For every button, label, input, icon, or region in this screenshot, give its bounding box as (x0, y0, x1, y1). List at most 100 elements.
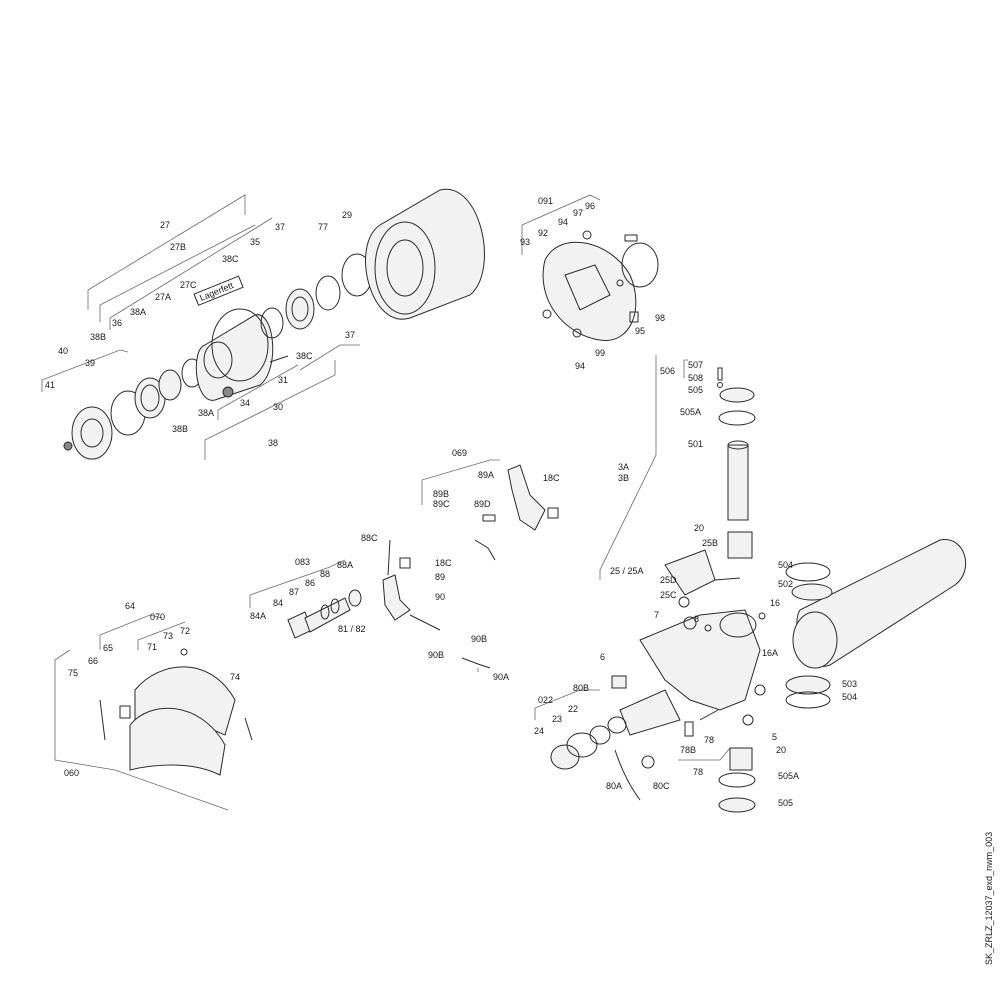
bracket-070 (137, 621, 186, 650)
kingpin-top (727, 440, 749, 450)
pin-90b (461, 657, 491, 669)
bushing-88a (348, 589, 362, 607)
bracket-38c (109, 217, 273, 330)
label-022: 022 (538, 695, 553, 705)
rivet-73 (180, 648, 188, 656)
label-89c: 89C (433, 499, 450, 509)
label-89b: 89B (433, 489, 449, 499)
label-90b-left: 90B (428, 650, 444, 660)
bracket-3a (599, 355, 657, 580)
label-93: 93 (520, 237, 530, 247)
plug-99 (572, 328, 582, 338)
label-34: 34 (240, 398, 250, 408)
label-30: 30 (273, 402, 283, 412)
seal-504-bottom (785, 691, 831, 709)
cap-505 (719, 387, 755, 403)
pin-78 (699, 709, 719, 721)
ring-86 (330, 598, 340, 614)
spring-74 (244, 717, 253, 741)
label-091: 091 (538, 196, 553, 206)
label-25-25a: 25 / 25A (610, 566, 644, 576)
steering-knuckle (639, 609, 761, 711)
knuckle-spindle (619, 689, 681, 736)
hub-cap (71, 406, 113, 460)
bolt-25b (714, 577, 741, 581)
bracket-64 (99, 614, 163, 650)
clip-18c-bottom (399, 557, 411, 569)
part-labels: 27 27B 38C 27C 27A 38A 36 38B 40 39 41 3… (45, 196, 857, 808)
grease-nipple-16 (758, 612, 766, 620)
label-505-bottom: 505 (778, 798, 793, 808)
label-88c: 88C (361, 533, 378, 543)
label-90: 90 (435, 592, 445, 602)
seal-38c (260, 307, 284, 339)
label-27a: 27A (155, 292, 171, 302)
axle-eye (792, 611, 838, 669)
label-75: 75 (68, 668, 78, 678)
bracket-060 (54, 649, 229, 811)
label-80c: 80C (653, 781, 670, 791)
label-37-top: 37 (275, 222, 285, 232)
label-71: 71 (147, 642, 157, 652)
backing-plate-group (521, 194, 659, 341)
bracket-069 (421, 459, 500, 505)
label-41: 41 (45, 380, 55, 390)
label-22: 22 (568, 704, 578, 714)
cap-505-bottom (718, 797, 756, 813)
bracket-30 (217, 364, 299, 420)
bracket-091 (521, 194, 601, 255)
hose-80a (614, 749, 641, 801)
label-27: 27 (160, 220, 170, 230)
bearing-ring-38b-inner (140, 384, 160, 412)
kingpin-501 (727, 444, 749, 521)
clamp-ring-97 (621, 242, 659, 288)
knuckle-group (534, 355, 967, 813)
label-94-top: 94 (558, 217, 568, 227)
label-3a: 3A (618, 462, 629, 472)
label-90a: 90A (493, 672, 509, 682)
label-18c-bottom: 18C (435, 558, 452, 568)
label-31: 31 (278, 375, 288, 385)
slack-adjuster-89a (507, 464, 546, 531)
seal-504-top (785, 562, 831, 582)
spring-90 (409, 614, 441, 631)
spring-75 (99, 699, 106, 741)
label-20-bottom: 20 (776, 745, 786, 755)
backing-plate-92 (542, 241, 637, 341)
bracket-27b (99, 224, 256, 322)
label-39: 39 (85, 358, 95, 368)
label-89: 89 (435, 572, 445, 582)
label-37-bottom: 37 (345, 330, 355, 340)
bracket-27 (87, 194, 246, 310)
label-23: 23 (552, 714, 562, 724)
label-506: 506 (660, 366, 675, 376)
figure-id: SK_ZRLZ_12037_exd_nwm_003 (984, 832, 994, 965)
label-38a-top: 38A (130, 307, 146, 317)
pin-78b (684, 721, 694, 737)
grease-nipple-8 (704, 624, 712, 632)
nut-25c (678, 596, 690, 608)
label-88: 88 (320, 569, 330, 579)
wheel-hub-bore (203, 341, 233, 379)
bracket-78 (678, 747, 731, 761)
label-78-right: 78 (704, 735, 714, 745)
label-505a-bottom: 505A (778, 771, 799, 781)
label-25b: 25B (702, 538, 718, 548)
label-40: 40 (58, 346, 68, 356)
label-38c-top: 38C (222, 254, 239, 264)
slack-adjuster-group (382, 459, 559, 672)
grease-nipple-16a (754, 684, 766, 696)
label-77: 77 (318, 222, 328, 232)
label-501: 501 (688, 439, 703, 449)
thrust-503 (785, 675, 831, 695)
label-083: 083 (295, 557, 310, 567)
hub-cap-inner (80, 418, 104, 448)
label-65: 65 (103, 643, 113, 653)
label-3b: 3B (618, 473, 629, 483)
label-81-82: 81 / 82 (338, 624, 366, 634)
label-35: 35 (250, 237, 260, 247)
screw-98 (616, 279, 624, 287)
hub-cap-bolt (63, 441, 73, 451)
label-6: 6 (600, 652, 605, 662)
